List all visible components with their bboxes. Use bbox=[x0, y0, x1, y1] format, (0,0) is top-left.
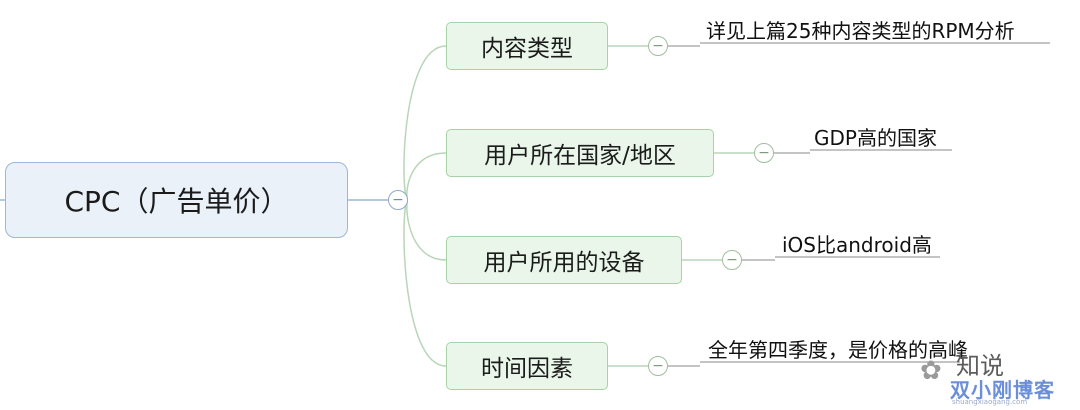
branch-node-user-country[interactable]: 用户所在国家/地区 bbox=[446, 129, 714, 177]
branch-label: 内容类型 bbox=[481, 36, 573, 62]
leaf-label: 全年第四季度，是价格的高峰 bbox=[708, 338, 968, 362]
root-collapse-button[interactable]: − bbox=[388, 190, 408, 210]
branch-node-content-type[interactable]: 内容类型 bbox=[446, 22, 608, 70]
minus-icon: − bbox=[726, 252, 738, 268]
leaf-node-device-detail[interactable]: iOS比android高 bbox=[782, 229, 932, 258]
minus-icon: − bbox=[392, 192, 404, 208]
root-node-cpc[interactable]: CPC（广告单价） bbox=[5, 162, 348, 238]
watermark-platform: 知说 bbox=[956, 352, 1004, 380]
leaf-label: GDP高的国家 bbox=[814, 126, 937, 150]
leaf-node-content-type-detail[interactable]: 详见上篇25种内容类型的RPM分析 bbox=[706, 15, 1015, 44]
leaf-label: 详见上篇25种内容类型的RPM分析 bbox=[706, 19, 1015, 43]
branch-label: 用户所在国家/地区 bbox=[484, 143, 676, 169]
branch-collapse-button[interactable]: − bbox=[648, 356, 668, 376]
leaf-label: iOS比android高 bbox=[782, 233, 932, 257]
minus-icon: − bbox=[652, 38, 664, 54]
wechat-logo-icon: ✿ bbox=[920, 356, 942, 386]
watermark-url: shuangxiaogang.com bbox=[952, 398, 1028, 406]
root-node-label: CPC（广告单价） bbox=[64, 185, 289, 218]
branch-node-time-factor[interactable]: 时间因素 bbox=[446, 342, 608, 390]
leaf-node-time-detail[interactable]: 全年第四季度，是价格的高峰 bbox=[708, 334, 968, 363]
branch-collapse-button[interactable]: − bbox=[722, 250, 742, 270]
branch-label: 时间因素 bbox=[481, 356, 573, 382]
leaf-node-country-detail[interactable]: GDP高的国家 bbox=[814, 122, 937, 151]
branch-node-user-device[interactable]: 用户所用的设备 bbox=[446, 236, 682, 284]
branch-collapse-button[interactable]: − bbox=[648, 36, 668, 56]
watermark: ✿ 知说 双小刚博客 shuangxiaogang.com bbox=[920, 344, 1070, 406]
branch-collapse-button[interactable]: − bbox=[754, 143, 774, 163]
watermark-blog-name: 双小刚博客 bbox=[950, 378, 1055, 402]
minus-icon: − bbox=[652, 358, 664, 374]
minus-icon: − bbox=[758, 145, 770, 161]
branch-label: 用户所用的设备 bbox=[483, 250, 645, 276]
